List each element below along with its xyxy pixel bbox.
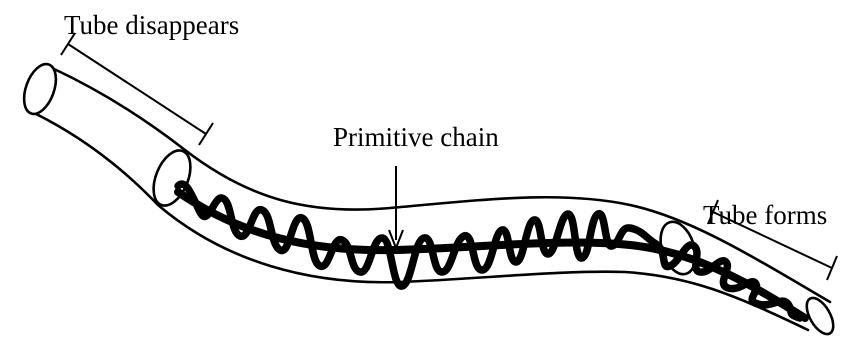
label-primitive-chain: Primitive chain	[333, 122, 499, 152]
tube-disappears-bracket	[61, 33, 213, 145]
label-tube-forms: Tube forms	[703, 200, 827, 230]
label-tube-disappears: Tube disappears	[64, 10, 239, 40]
